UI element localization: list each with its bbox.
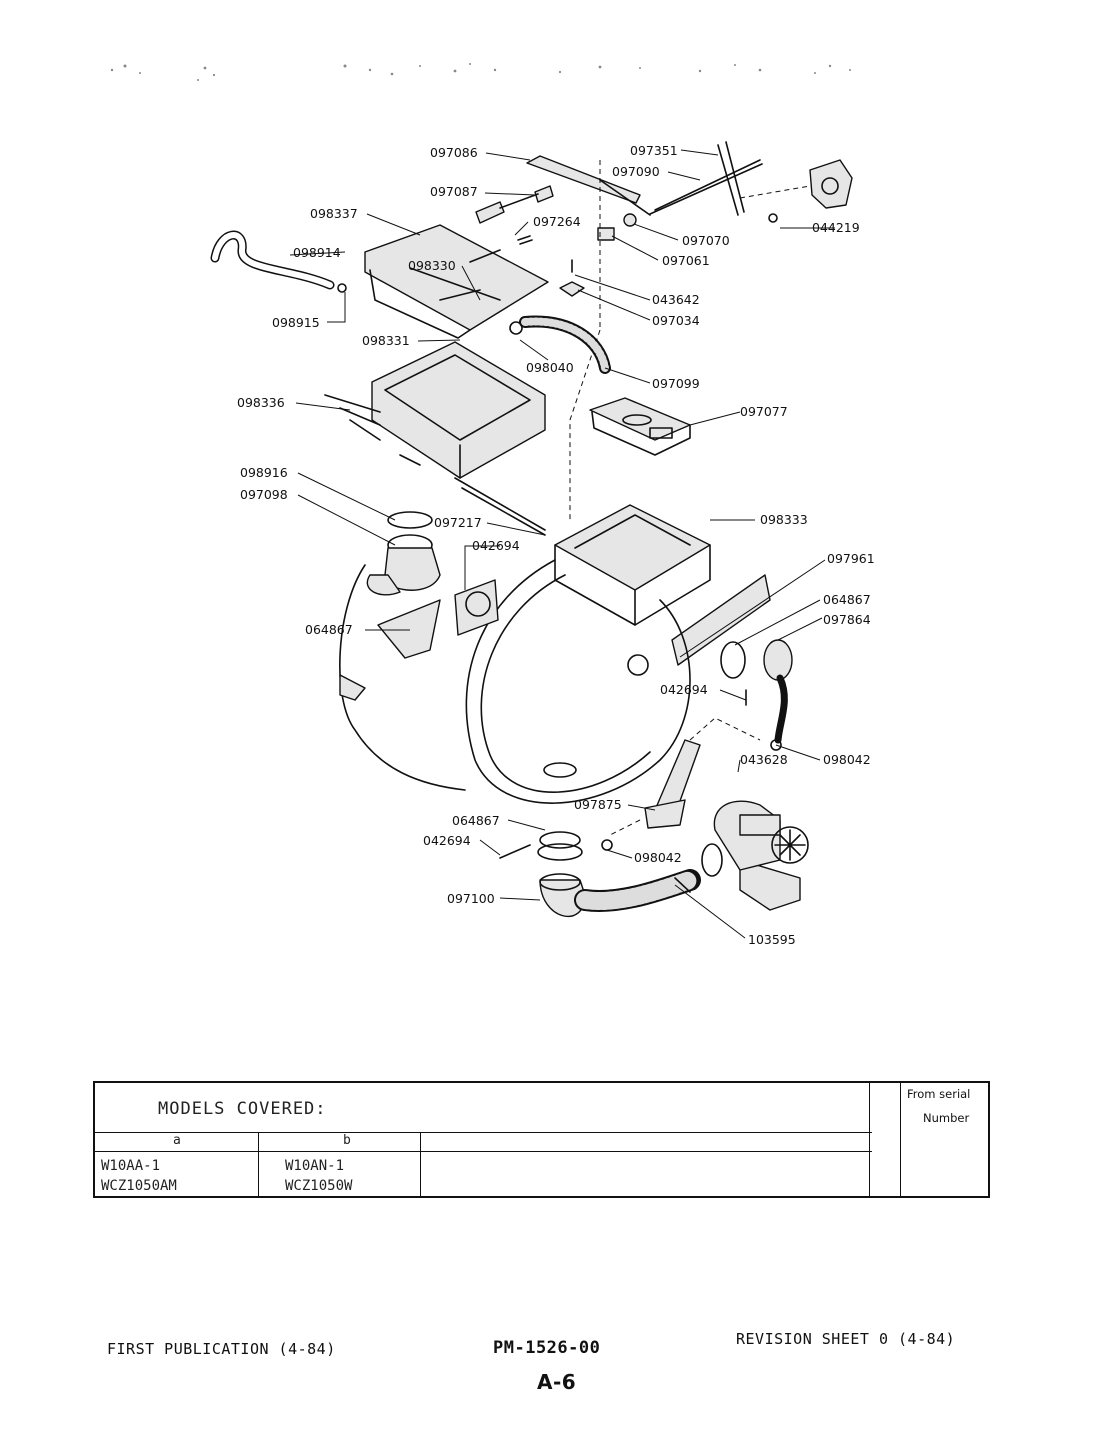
callout-label: 097264 [533, 214, 581, 229]
callout-label: 097099 [652, 376, 700, 391]
callout-label: 097061 [662, 253, 710, 268]
column-b-header: b [343, 1133, 351, 1148]
callout-label: 097864 [823, 612, 871, 627]
model-b-2: WCZ1050W [285, 1178, 353, 1194]
detergent-tray [589, 397, 691, 456]
callout-label: 097351 [630, 143, 678, 158]
table-rule [869, 1083, 870, 1198]
callout-label: 064867 [305, 622, 353, 637]
column-a-header: a [173, 1133, 181, 1148]
hose-clamps [720, 639, 793, 751]
lever [649, 141, 763, 216]
first-publication: FIRST PUBLICATION (4-84) [107, 1340, 336, 1358]
tub-outlet [366, 511, 499, 659]
serial-label-line1: From serial [907, 1087, 971, 1101]
callout-label: 064867 [823, 592, 871, 607]
drain-pump [701, 800, 809, 911]
callout-label: 098914 [293, 245, 341, 260]
callout-label: 098330 [408, 258, 456, 273]
callout-label: 098337 [310, 206, 358, 221]
callout-label: 098331 [362, 333, 410, 348]
heating-element [609, 717, 761, 836]
small-fittings [517, 213, 637, 297]
model-a-1: W10AA-1 [101, 1158, 161, 1174]
callout-label: 097098 [240, 487, 288, 502]
dispenser-housing [324, 341, 546, 536]
callout-label: 097961 [827, 551, 875, 566]
callout-label: 042694 [472, 538, 520, 553]
leader-lines [289, 149, 835, 939]
callout-label: 097034 [652, 313, 700, 328]
callout-label: 097086 [430, 145, 478, 160]
sump-and-drain-hose [499, 831, 701, 918]
callout-label: 064867 [452, 813, 500, 828]
revision-sheet: REVISION SHEET 0 (4-84) [736, 1330, 956, 1348]
control-knob [739, 159, 853, 223]
callout-label: 103595 [748, 932, 796, 947]
callout-label: 042694 [423, 833, 471, 848]
dispenser-cover [364, 224, 549, 339]
serial-label-line2: Number [923, 1111, 970, 1125]
callout-label: 043628 [740, 752, 788, 767]
callout-label: 097087 [430, 184, 478, 199]
callout-label: 097217 [434, 515, 482, 530]
callout-labels: 097086 097351 097090 097087 044219 09833… [237, 143, 875, 947]
table-rule [420, 1132, 421, 1198]
callout-label: 097090 [612, 164, 660, 179]
scan-noise [110, 63, 851, 81]
callout-label: 098040 [526, 360, 574, 375]
fill-hose [210, 230, 347, 293]
washer-tub [339, 559, 691, 804]
callout-label: 043642 [652, 292, 700, 307]
corrugated-hose [509, 315, 611, 374]
front-panel-strip [671, 574, 771, 666]
alignment-dash [569, 160, 601, 520]
callout-label: 098916 [240, 465, 288, 480]
callout-label: 097875 [574, 797, 622, 812]
table-rule [95, 1151, 872, 1152]
page-number: A-6 [537, 1370, 577, 1394]
callout-label: 098915 [272, 315, 320, 330]
micro-switch [475, 185, 554, 224]
models-covered-heading: MODELS COVERED: [158, 1099, 327, 1119]
table-rule [900, 1083, 901, 1198]
models-covered-table: MODELS COVERED: a b W10AA-1 WCZ1050AM W1… [93, 1081, 990, 1198]
callout-label: 097070 [682, 233, 730, 248]
callout-label: 098333 [760, 512, 808, 527]
callout-label: 097077 [740, 404, 788, 419]
table-rule [258, 1132, 259, 1198]
model-b-1: W10AN-1 [285, 1158, 345, 1174]
dispenser-drawer [554, 504, 711, 626]
callout-label: 042694 [660, 682, 708, 697]
document-number: PM-1526-00 [493, 1338, 601, 1358]
callout-label: 044219 [812, 220, 860, 235]
model-a-2: WCZ1050AM [101, 1178, 177, 1194]
callout-label: 097100 [447, 891, 495, 906]
callout-label: 098042 [634, 850, 682, 865]
table-rule [95, 1132, 872, 1133]
callout-label: 098336 [237, 395, 285, 410]
callout-label: 098042 [823, 752, 871, 767]
